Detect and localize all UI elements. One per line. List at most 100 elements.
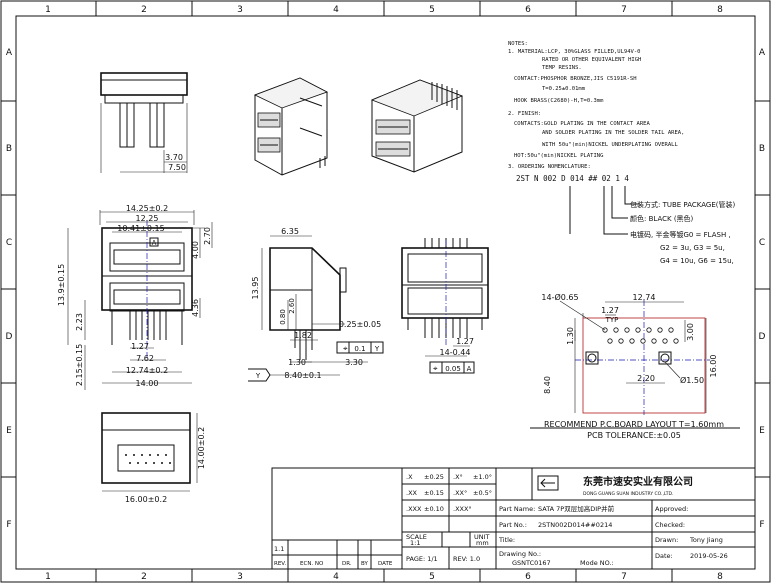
part-no-value: 2STN002D014##0214 [538,521,612,529]
dim-front-14-00: 14.00 [136,379,159,388]
notes-line-11: HOT:50u"(min)NICKEL PLATING [514,153,603,159]
dim-front-4-36: 4.36 [191,299,200,317]
row-label-b-right: B [759,144,765,154]
part-no-label: Part No.: [499,521,527,529]
pcb-layout-title: RECOMMEND P.C.BOARD LAYOUT T=1.60mm [544,420,724,429]
title-label: Title: [498,536,515,544]
tol-r1c: .X° [453,473,463,481]
pcb-dim-1-27: 1.27 [601,306,619,315]
dim-side-2-60: 2.60 [288,298,296,314]
row-label-e-right: E [759,426,765,436]
checked-label: Checked: [655,521,685,529]
dim-back-14-044: 14-0.44 [440,348,471,357]
row-label-e: E [6,426,12,436]
scale-value: 1:1 [410,539,420,547]
dim-top-7-50: 7.50 [168,163,186,172]
dim-front-2-70: 2.70 [203,227,212,245]
bottom-view [101,412,198,492]
dim-front-14-25: 14.25±0.2 [126,204,168,213]
pcb-dim-1-50: Ø1.50 [680,375,704,385]
notes-block: NOTES: 1. MATERIAL:LCP, 30%GLASS FILLED,… [508,41,684,170]
dim-front-13-9: 13.9±0.15 [57,264,66,306]
dim-bottom-14-00: 14.00±0.2 [197,427,206,469]
part-name-label: Part Name: [499,505,535,513]
notes-line-6: HOOK BRASS(C2680)-H,T=0.3mm [514,98,604,104]
ordering-code: 2ST N 002 D 014 ## 02 1 4 [516,174,629,183]
back-view [401,238,489,374]
tol-r3a: .XXX [406,505,422,513]
tol-back-0-05: 0.05 [445,365,461,373]
col-label-3: 3 [237,5,243,15]
pcb-dim-3-00: 3.00 [686,323,695,341]
row-label-a: A [6,48,13,58]
tol-r2b: ±0.15 [424,489,444,497]
tol-r1a: .X [406,473,413,481]
pcb-hole-callout: 14-Ø0.65 [541,292,578,302]
dim-front-10-41: 10.41±0.15 [117,224,164,233]
rev-head-ecn: ECN. NO [300,561,324,567]
col-label-4: 4 [333,5,339,15]
notes-line-12: 3. ORDERING NOMENCLATURE: [508,164,591,170]
dim-side-1-30: 1.30 [288,358,306,367]
unit-value: mm [476,539,489,547]
rev-row-value: 1.1 [274,545,284,553]
dim-side-13-95: 13.95 [251,277,260,300]
dim-side-8-40: 8.40±0.1 [284,371,321,380]
ordering-plating: 电镀码, 半金等镀G0 = FLASH , [630,230,731,239]
pcb-dim-12-74: 12.74 [633,293,656,302]
tol-r3b: ±0.10 [424,505,444,513]
dim-back-1-27: 1.27 [456,337,474,346]
company-name: 东莞市速安实业有限公司 [583,475,693,488]
pcb-layout-view [530,300,740,429]
rev-head-rev: REV. [274,561,286,567]
dim-top-3-70: 3.70 [165,153,183,162]
col-label-3-bottom: 3 [237,572,243,582]
notes-line-2: RATED OR OTHER EQUIVALENT HIGH [542,57,641,63]
dim-bottom-16-00: 16.00±0.2 [125,495,167,504]
col-label-6: 6 [525,5,531,15]
drawing-no-label: Drawing No.: [499,550,541,558]
tol-r2d: ±0.5° [473,489,492,497]
unit-label: UNIT [474,533,490,541]
tol-r2c: .XX° [453,489,467,497]
col-label-5-bottom: 5 [429,572,435,582]
row-label-f: F [6,520,11,530]
ordering-color: 颜色: BLACK (黑色) [630,214,694,223]
row-label-c-right: C [759,238,765,248]
notes-heading: NOTES: [508,41,528,47]
tol-back-ref-a: A [467,365,472,373]
tol-r1b: ±0.25 [424,473,444,481]
notes-line-10: WITH 50u"(min)NICKEL UNDERPLATING OVERAL… [542,142,678,148]
tol-r3c: .XXX° [453,505,472,513]
col-label-8: 8 [717,5,723,15]
rev-head-dr: DR. [342,561,352,567]
drawn-value: Tony Jiang [689,536,723,544]
side-view [248,235,384,382]
col-label-1: 1 [45,5,51,15]
scale-label: SCALE [406,533,427,541]
row-label-d-right: D [759,332,766,342]
row-label-b: B [6,144,12,154]
tol-r2a: .XX [406,489,418,497]
date-label: Date: [655,552,673,560]
notes-line-1: 1. MATERIAL:LCP, 30%GLASS FILLED,UL94V-0 [508,49,640,55]
company-logo [537,475,559,491]
pcb-typ: TYP [605,316,619,324]
dim-front-12-25: 12.25 [136,214,159,223]
dim-side-6-35: 6.35 [281,227,299,236]
top-view: 3.70 7.50 [100,72,188,173]
dim-side-1-82: 1.82 [294,331,312,340]
tol-r1d: ±1.0° [473,473,492,481]
dim-front-4-00: 4.00 [191,241,200,259]
front-view [67,210,213,390]
tol-side-ref-y: Y [374,345,380,353]
ordering-plating-3: G4 = 10u, G6 = 15u, [660,257,734,265]
col-label-4-bottom: 4 [333,572,339,582]
iso-view-front [253,77,329,176]
dim-front-12-74: 12.74±0.2 [126,366,168,375]
notes-line-7: 2. FINISH: [508,111,541,117]
date-value: 2019-05-26 [690,552,728,560]
